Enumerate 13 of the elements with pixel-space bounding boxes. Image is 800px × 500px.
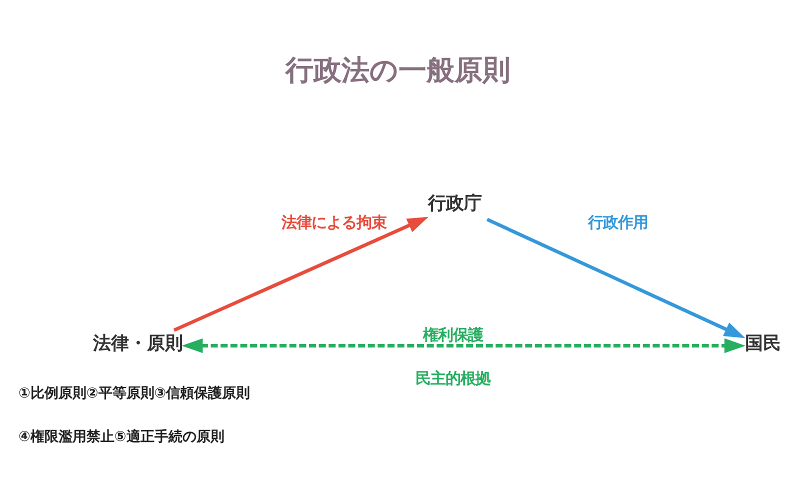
edge-label: 権利保護 (423, 326, 484, 344)
edge-label: 法律による拘束 (281, 214, 386, 232)
diagram-title: 行政法の一般原則 (286, 53, 511, 86)
arrow (173, 216, 428, 332)
node-text: 法律・原則 (92, 333, 183, 354)
label: 民主的根拠 (415, 369, 490, 388)
edge-label: 行政作用 (588, 214, 648, 232)
node-text: 国民 (744, 333, 781, 354)
arrow (182, 338, 746, 354)
node-text: 行政庁 (428, 192, 482, 214)
arrow (486, 218, 746, 338)
label: ①比例原則②平等原則③信頼保護原則 (18, 386, 250, 402)
label: ④権限濫用禁止⑤適正手続の原則 (18, 429, 224, 446)
